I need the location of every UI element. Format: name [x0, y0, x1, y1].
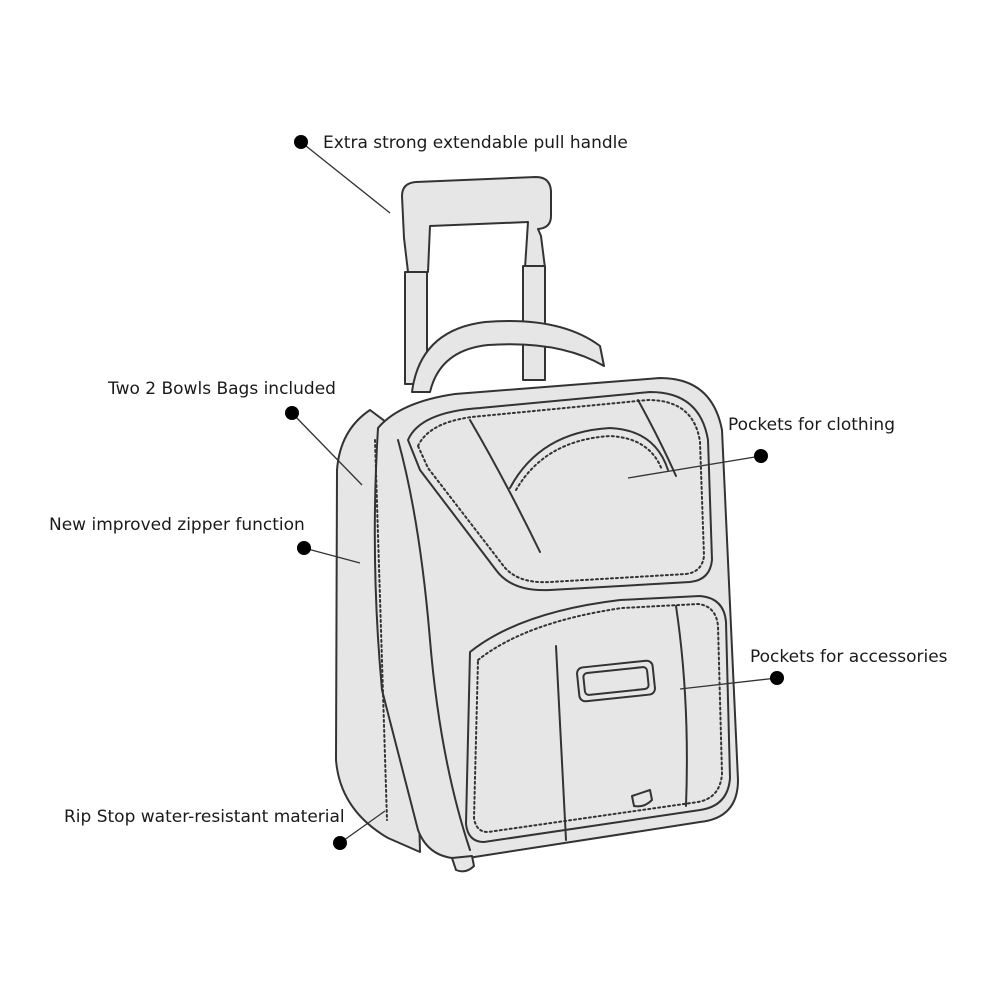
- wheel-left: [451, 855, 475, 873]
- callout-accessory-pockets: Pockets for accessories: [750, 647, 948, 667]
- name-tag: [576, 659, 656, 703]
- callout-clothing-pockets: Pockets for clothing: [728, 415, 895, 435]
- leader-lines: [291, 141, 778, 844]
- callout-pull-handle: Extra strong extendable pull handle: [323, 133, 628, 153]
- wheel-right: [631, 789, 653, 808]
- accessory-pocket-panel: [465, 595, 731, 843]
- pull-handle: [401, 176, 552, 385]
- callout-bowls-bags: Two 2 Bowls Bags included: [108, 379, 336, 399]
- callout-zipper: New improved zipper function: [49, 515, 305, 535]
- callout-dots: [285, 135, 784, 850]
- carry-handle: [411, 320, 605, 393]
- callout-rip-stop: Rip Stop water-resistant material: [64, 807, 345, 827]
